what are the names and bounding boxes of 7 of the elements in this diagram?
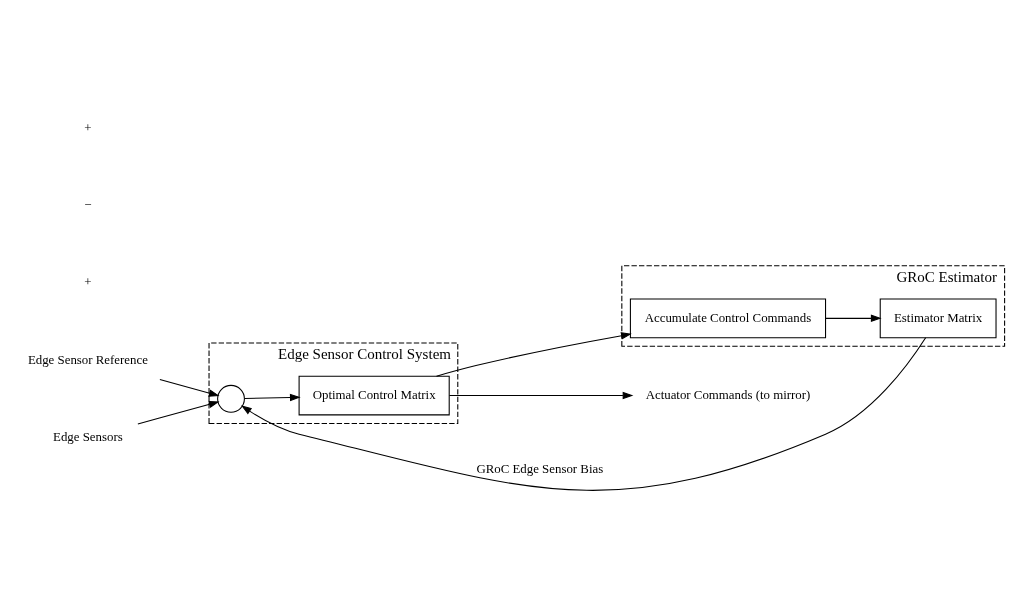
label: +	[84, 120, 92, 135]
label: +	[84, 274, 92, 289]
edge-label: GRoC Edge Sensor Bias	[476, 461, 604, 476]
node-text: Edge Sensors	[53, 429, 123, 444]
node-text: Edge Sensor Reference	[27, 352, 148, 367]
label: −	[84, 197, 92, 212]
node-text: Actuator Commands (to mirror)	[645, 387, 811, 402]
